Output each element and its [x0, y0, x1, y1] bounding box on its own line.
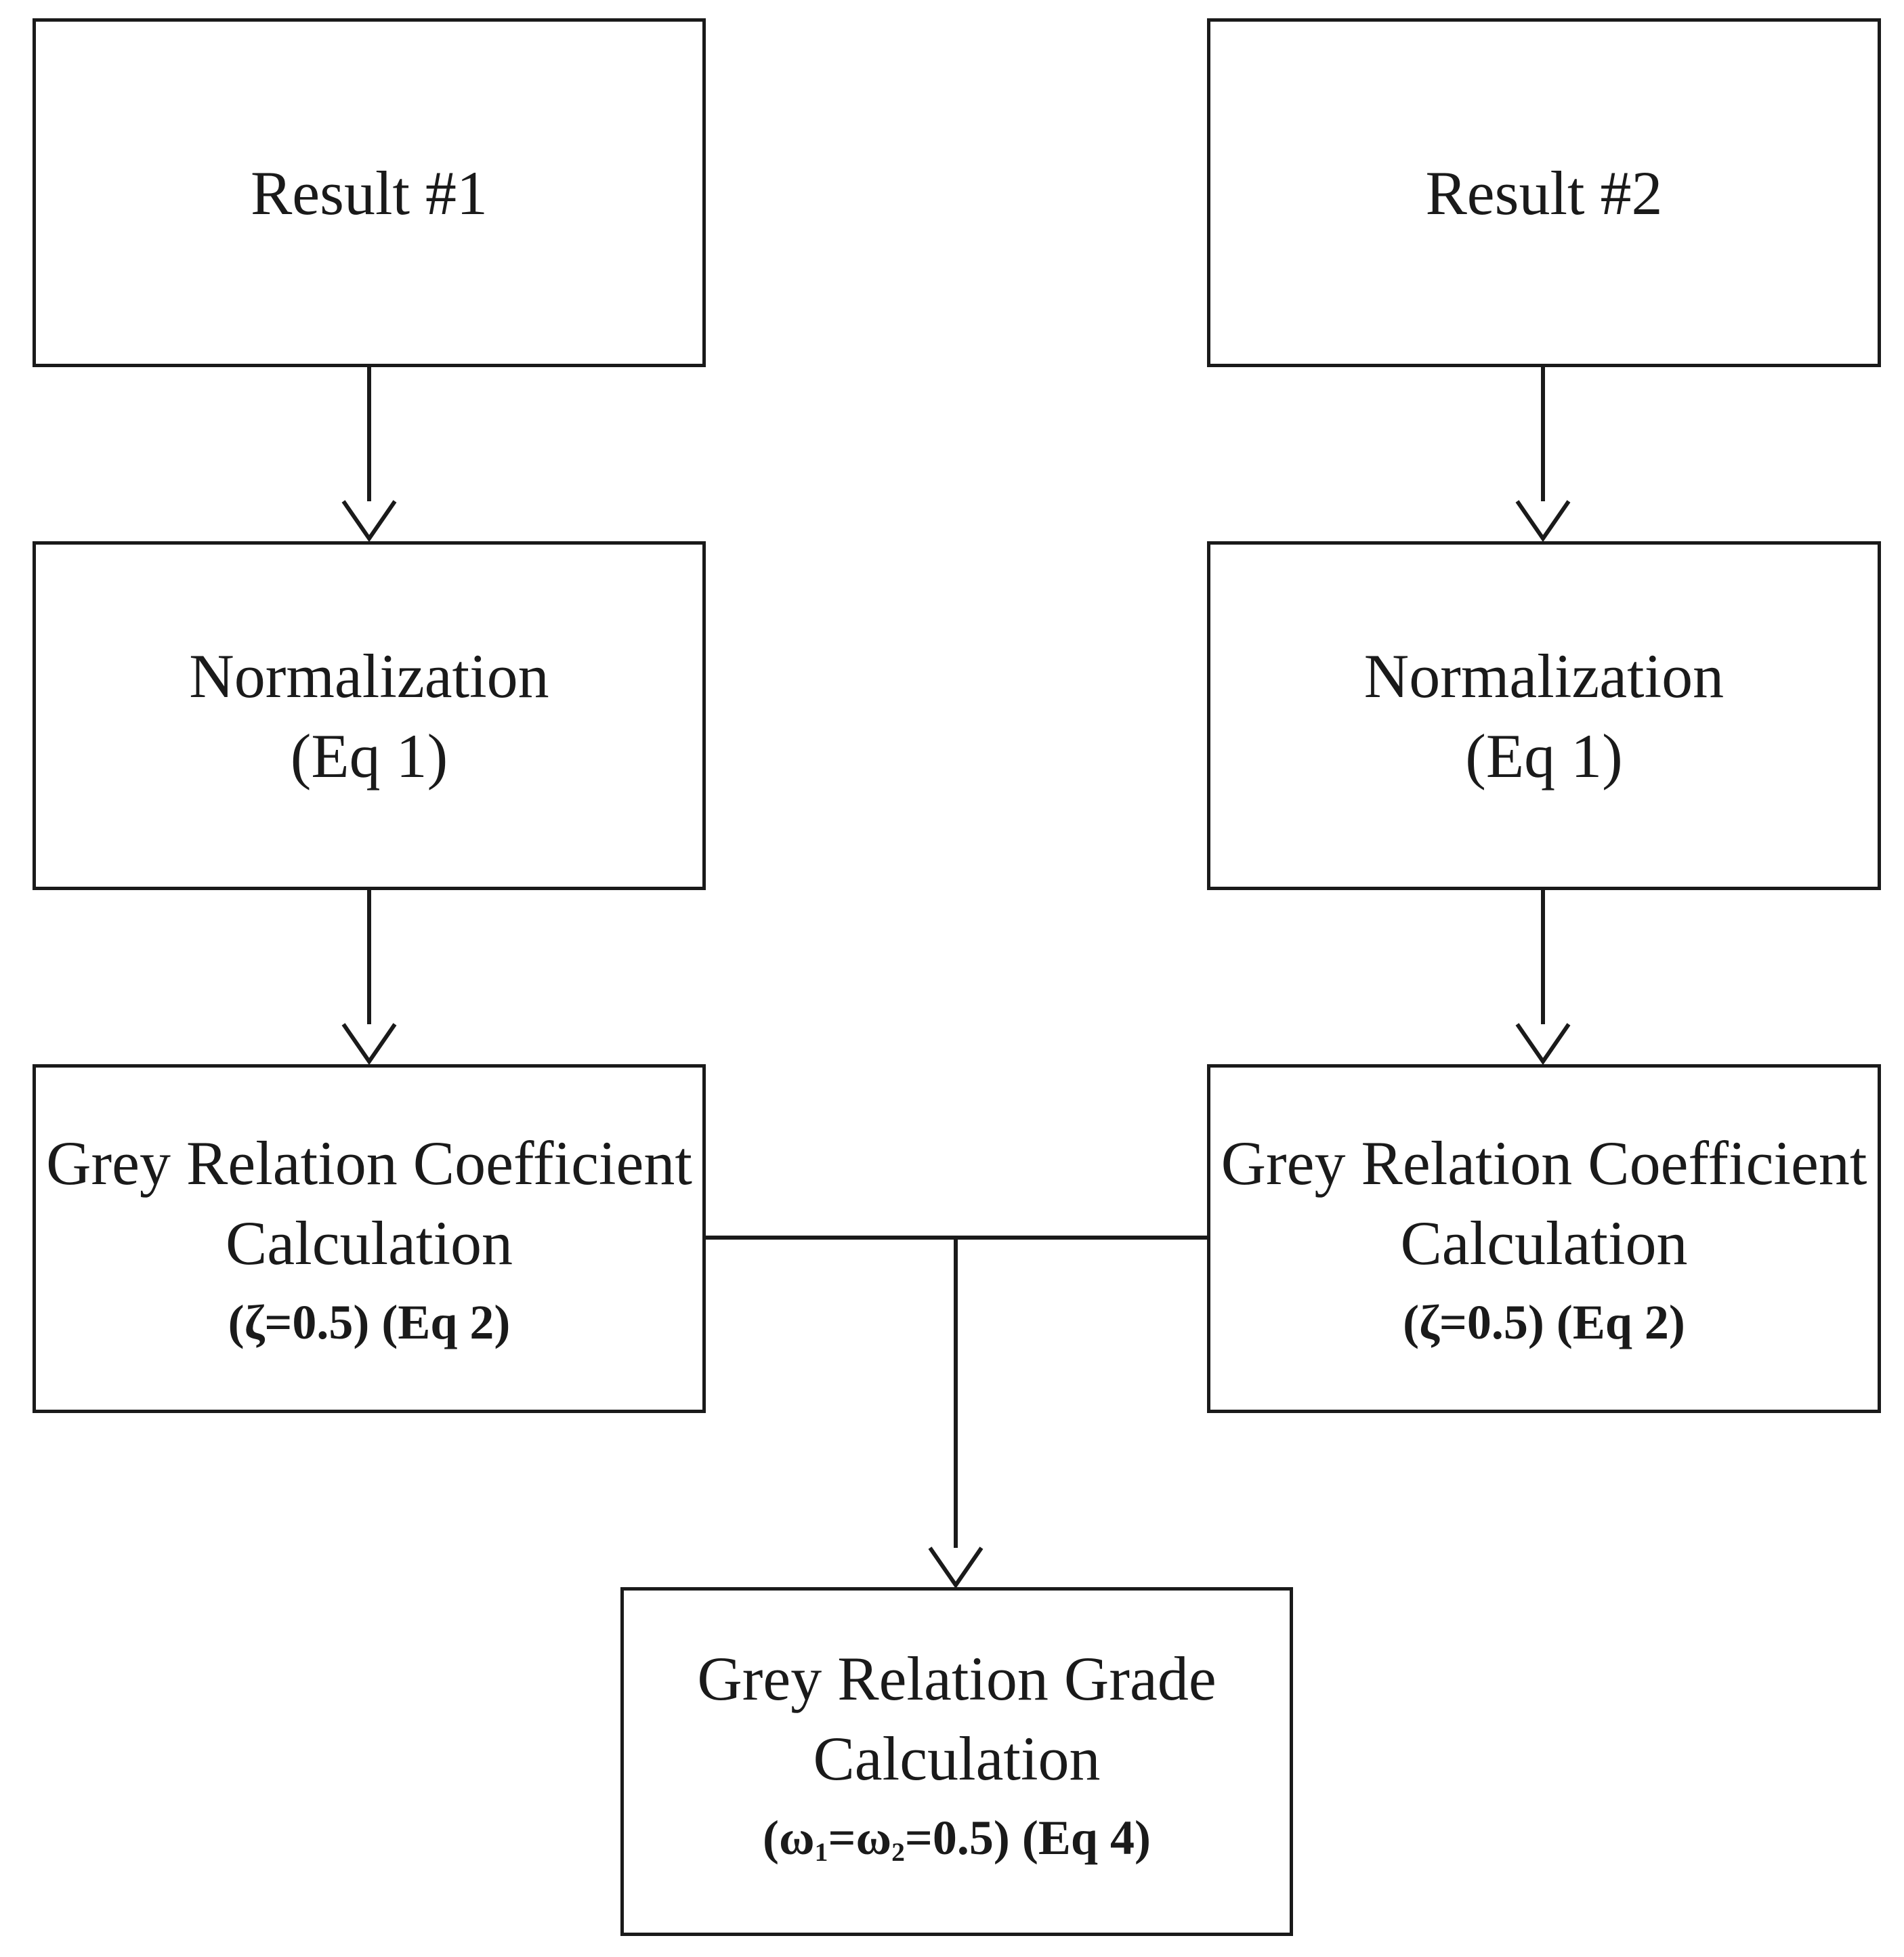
result-1-label: Result #1	[250, 158, 488, 228]
grey-relation-coefficient-1-box: Grey Relation Coefficient Calculation (ζ…	[33, 1064, 706, 1413]
grey-relation-coefficient-2-box: Grey Relation Coefficient Calculation (ζ…	[1207, 1064, 1881, 1413]
grc-2-title: Grey Relation Coefficient	[1221, 1128, 1867, 1198]
merge-connector	[704, 1236, 1207, 1589]
grc-1-parameters: (ζ=0.5) (Eq 2)	[228, 1295, 511, 1349]
arrow-result2-to-norm2	[1515, 366, 1571, 543]
grc-1-title: Grey Relation Coefficient	[46, 1128, 692, 1198]
result-2-label: Result #2	[1425, 158, 1663, 228]
normalization-2-equation: (Eq 1)	[1465, 721, 1623, 791]
arrow-result1-to-norm1	[341, 366, 397, 543]
grey-relation-grade-box: Grey Relation Grade Calculation (ω1=ω2=0…	[620, 1587, 1293, 1936]
grc-2-parameters: (ζ=0.5) (Eq 2)	[1403, 1295, 1685, 1349]
arrow-norm2-to-grc2	[1515, 889, 1571, 1066]
grg-parameters: (ω1=ω2=0.5) (Eq 4)	[763, 1811, 1151, 1867]
normalization-1-box: Normalization (Eq 1)	[33, 541, 706, 890]
grc-1-subtitle: Calculation	[225, 1208, 513, 1278]
normalization-2-box: Normalization (Eq 1)	[1207, 541, 1881, 890]
normalization-2-title: Normalization	[1363, 641, 1725, 711]
grg-subtitle: Calculation	[813, 1724, 1101, 1794]
grc-2-subtitle: Calculation	[1400, 1208, 1688, 1278]
normalization-1-equation: (Eq 1)	[290, 721, 448, 791]
normalization-1-title: Normalization	[189, 641, 549, 711]
result-2-box: Result #2	[1207, 18, 1881, 367]
grg-title: Grey Relation Grade	[697, 1644, 1217, 1714]
arrow-norm1-to-grc1	[341, 889, 397, 1066]
result-1-box: Result #1	[33, 18, 706, 367]
